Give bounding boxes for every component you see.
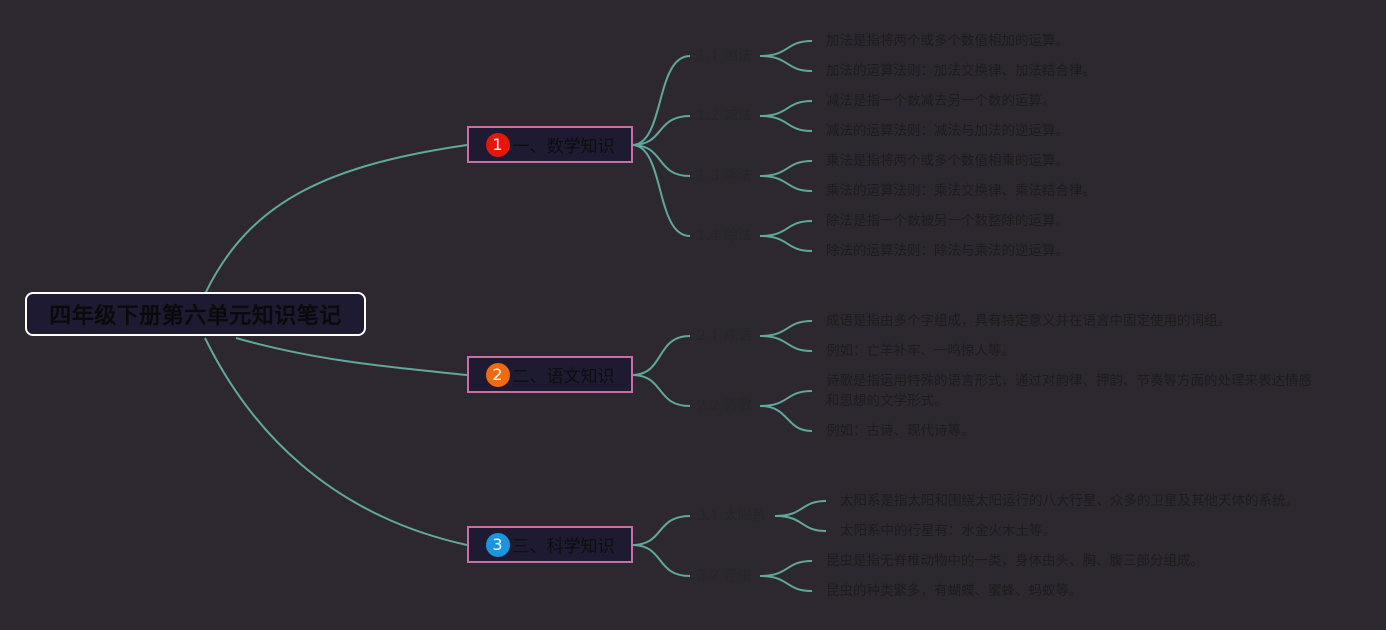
connector-root-topic1 (204, 144, 468, 295)
connector-leaf (759, 335, 813, 352)
note-item[interactable]: 减法的运算法则：减法与加法的逆运算。 (826, 123, 1069, 139)
connector-leaf (759, 560, 813, 577)
topic-math[interactable]: 1 一、数学知识 (467, 126, 633, 163)
connector-root-topic3 (204, 337, 468, 546)
topic-chinese[interactable]: 2 二、语文知识 (467, 356, 633, 393)
subtopic-subtraction[interactable]: 1.2 减法 (697, 108, 752, 124)
note-item[interactable]: 成语是指由多个字组成，具有特定意义并在语言中固定使用的词组。 (826, 313, 1231, 329)
connector-leaf (759, 175, 813, 192)
connector-leaf (774, 500, 827, 517)
note-item[interactable]: 例如：古诗、现代诗等。 (826, 423, 975, 439)
connector-leaf (759, 575, 813, 592)
note-item[interactable]: 除法是指一个数被另一个数整除的运算。 (826, 213, 1069, 229)
note-item[interactable]: 昆虫的种类繁多，有蝴蝶、蜜蜂、蚂蚁等。 (826, 583, 1083, 599)
topic-label: 一、数学知识 (512, 137, 615, 157)
connector-leaf (759, 115, 813, 132)
connector-topic2-sub1 (631, 335, 691, 376)
note-item[interactable]: 减法是指一个数减去另一个数的运算。 (826, 93, 1056, 109)
connector-topic1-sub4 (631, 144, 691, 237)
note-item[interactable]: 乘法的运算法则：乘法交换律、乘法结合律。 (826, 183, 1096, 199)
note-item[interactable]: 加法的运算法则：加法交换律、加法结合律。 (826, 63, 1096, 79)
subtopic-solar-system[interactable]: 3.1 太阳系 (697, 508, 766, 524)
connector-leaf (759, 100, 813, 117)
topic-label: 三、科学知识 (512, 537, 615, 557)
connector-topic3-sub1 (631, 515, 691, 546)
subtopic-idioms[interactable]: 2.1 成语 (697, 328, 752, 344)
note-item[interactable]: 例如：亡羊补牢、一鸣惊人等。 (826, 343, 1015, 359)
connector-leaf (774, 515, 827, 532)
subtopic-addition[interactable]: 1.1 加法 (697, 48, 752, 64)
note-item[interactable]: 太阳系中的行星有：水金火木土等。 (840, 523, 1056, 539)
connector-leaf (759, 390, 813, 407)
connector-leaf (759, 405, 813, 432)
subtopic-insects[interactable]: 3.2 昆虫 (697, 568, 752, 584)
connector-topic3-sub2 (631, 544, 691, 577)
connector-topic1-sub1 (631, 55, 691, 146)
subtopic-division[interactable]: 1.4 除法 (697, 228, 752, 244)
note-item[interactable]: 乘法是指将两个或多个数值相乘的运算。 (826, 153, 1069, 169)
connector-leaf (759, 235, 813, 252)
note-item[interactable]: 除法的运算法则：除法与乘法的逆运算。 (826, 243, 1069, 259)
number-badge-2: 2 (485, 362, 510, 387)
number-badge-3: 3 (485, 532, 510, 557)
connector-topic2-sub2 (631, 374, 691, 407)
topic-label: 二、语文知识 (512, 367, 615, 387)
subtopic-multiplication[interactable]: 1.3 乘法 (697, 168, 752, 184)
connector-leaf (759, 160, 813, 177)
connector-topic1-sub3 (631, 144, 691, 177)
number-badge-1: 1 (485, 132, 510, 157)
note-item[interactable]: 加法是指将两个或多个数值相加的运算。 (826, 33, 1069, 49)
subtopic-poetry[interactable]: 2.2 诗歌 (697, 398, 752, 414)
connector-leaf (759, 220, 813, 237)
note-item[interactable]: 太阳系是指太阳和围绕太阳运行的八大行星、众多的卫星及其他天体的系统。 (840, 493, 1299, 509)
connector-leaf (759, 40, 813, 57)
connector-leaf (759, 55, 813, 72)
note-item[interactable]: 昆虫是指无脊椎动物中的一类，身体由头、胸、腹三部分组成。 (826, 553, 1204, 569)
topic-science[interactable]: 3 三、科学知识 (467, 526, 633, 563)
root-topic[interactable]: 四年级下册第六单元知识笔记 (25, 292, 366, 336)
connector-topic1-sub2 (631, 115, 691, 146)
connector-leaf (759, 320, 813, 337)
connector-root-topic2 (235, 337, 468, 376)
note-item[interactable]: 诗歌是指运用特殊的语言形式，通过对韵律、押韵、节奏等方面的处理来表达情感和思想的… (826, 373, 1312, 409)
